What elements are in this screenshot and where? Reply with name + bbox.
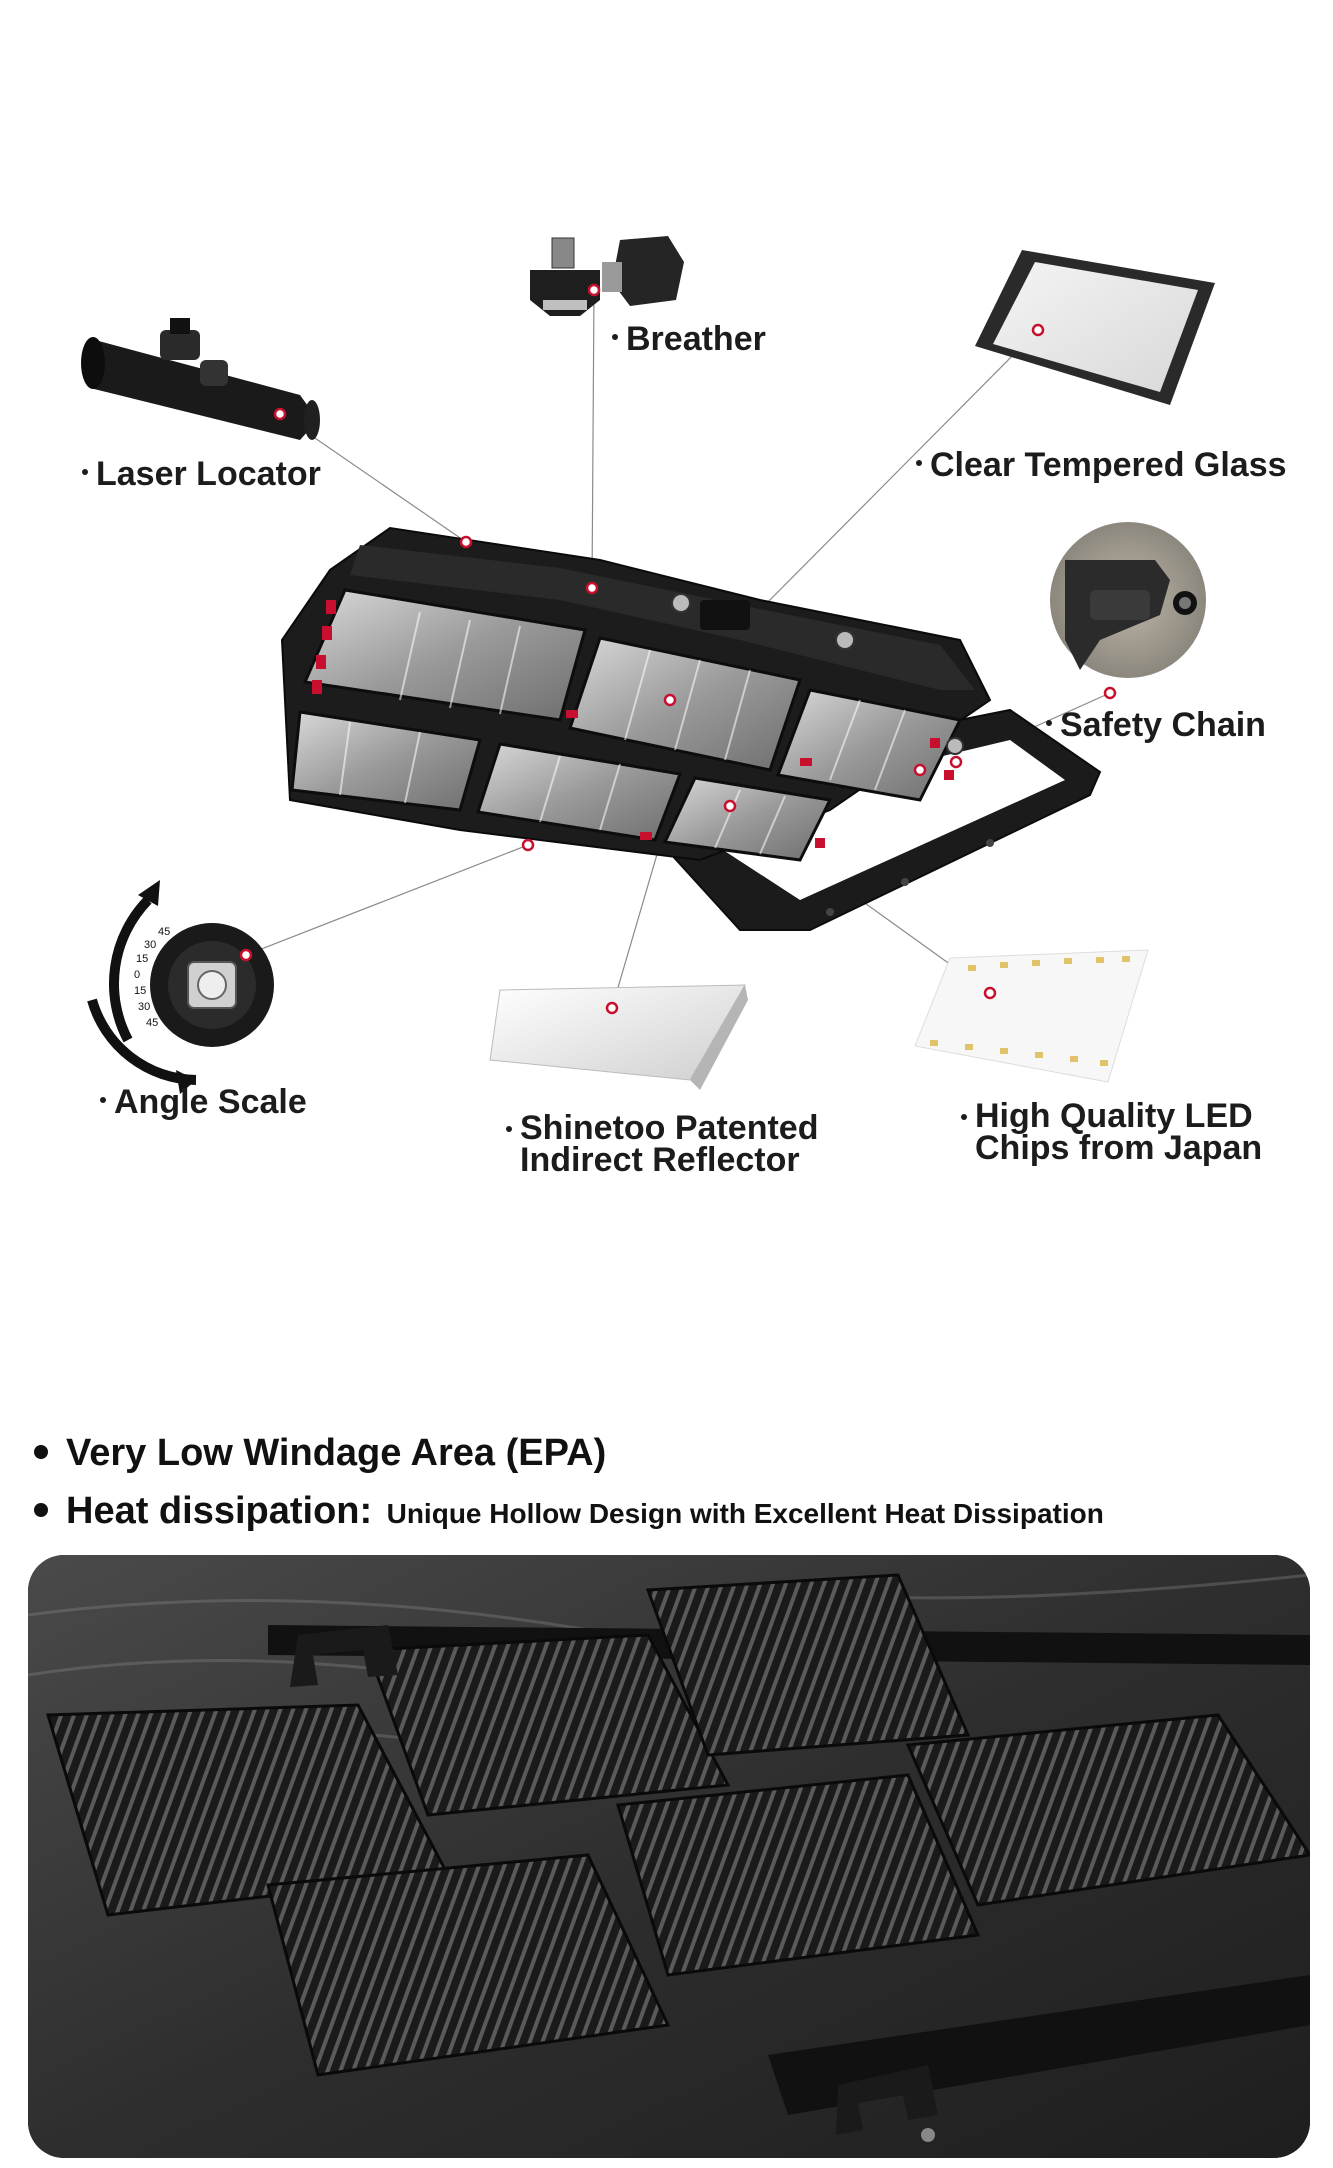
- callout-text-line2: Chips from Japan: [975, 1129, 1263, 1167]
- bullet-dot: [100, 1097, 106, 1104]
- callout-text: Safety Chain: [1060, 706, 1266, 744]
- feature-heat-title: Heat dissipation:: [66, 1490, 373, 1532]
- feature-heat: Heat dissipation: Unique Hollow Design w…: [34, 1490, 1104, 1540]
- bullet-dot: [612, 334, 618, 341]
- angle-dial-ticks: 45 30 15 0 15 30 45: [134, 926, 170, 1029]
- callout-text: Clear Tempered Glass: [930, 446, 1287, 484]
- callout-reflector: Shinetoo Patented Indirect Reflector: [506, 1109, 819, 1179]
- callout-laser-locator: Laser Locator: [82, 457, 321, 491]
- floodlight-fixture: [280, 526, 1102, 931]
- callout-clear-glass: Clear Tempered Glass: [916, 448, 1287, 482]
- angle-scale-dial: [87, 880, 274, 1094]
- breather-part: [530, 236, 684, 316]
- dial-tick-label: 15: [134, 985, 146, 997]
- heat-sink-photo: [28, 1555, 1310, 2158]
- red-clips: [312, 600, 954, 848]
- bullet-dot: [961, 1114, 967, 1120]
- bullet-dot: [34, 1503, 48, 1517]
- feature-heat-detail: Unique Hollow Design with Excellent Heat…: [386, 1498, 1104, 1529]
- bullet-dot: [34, 1445, 48, 1459]
- callout-text-line2: Indirect Reflector: [520, 1141, 800, 1179]
- callout-text-line1: High Quality LED: [975, 1097, 1253, 1135]
- callout-angle-scale: Angle Scale: [100, 1085, 307, 1119]
- callout-text-line1: Shinetoo Patented: [520, 1109, 819, 1147]
- callout-text: Breather: [626, 320, 766, 358]
- dial-tick-label: 30: [138, 1001, 150, 1013]
- bullet-dot: [1046, 720, 1052, 727]
- callout-safety-chain: Safety Chain: [1046, 708, 1266, 742]
- dial-tick-label: 30: [144, 939, 156, 951]
- bullet-dot: [916, 460, 922, 467]
- callout-led-chips: High Quality LED Chips from Japan: [961, 1097, 1263, 1167]
- callout-text: Angle Scale: [114, 1083, 307, 1121]
- callout-breather: Breather: [612, 322, 766, 356]
- fixture-diagram: 45 30 15 0 15 30 45: [81, 236, 1215, 1094]
- callout-text: Laser Locator: [96, 455, 321, 493]
- glass-panel-part: [975, 250, 1215, 405]
- dial-tick-label: 45: [146, 1017, 158, 1029]
- dial-tick-label: 0: [134, 969, 140, 981]
- callout-markers: [239, 283, 1117, 1015]
- heatsink-blocks: [46, 1573, 1310, 2077]
- led-board-part: [914, 949, 1149, 1083]
- heat-sink-illustration: [28, 1555, 1310, 2158]
- bullet-dot: [506, 1126, 512, 1132]
- dial-tick-label: 15: [136, 953, 148, 965]
- reflector-part: [489, 984, 748, 1090]
- feature-windage-text: Very Low Windage Area (EPA): [66, 1432, 607, 1474]
- laser-locator-part: [81, 318, 320, 440]
- bullet-dot: [82, 469, 88, 476]
- safety-chain-inset: [1050, 522, 1206, 678]
- dial-tick-label: 45: [158, 926, 170, 938]
- feature-windage: Very Low Windage Area (EPA): [34, 1432, 606, 1474]
